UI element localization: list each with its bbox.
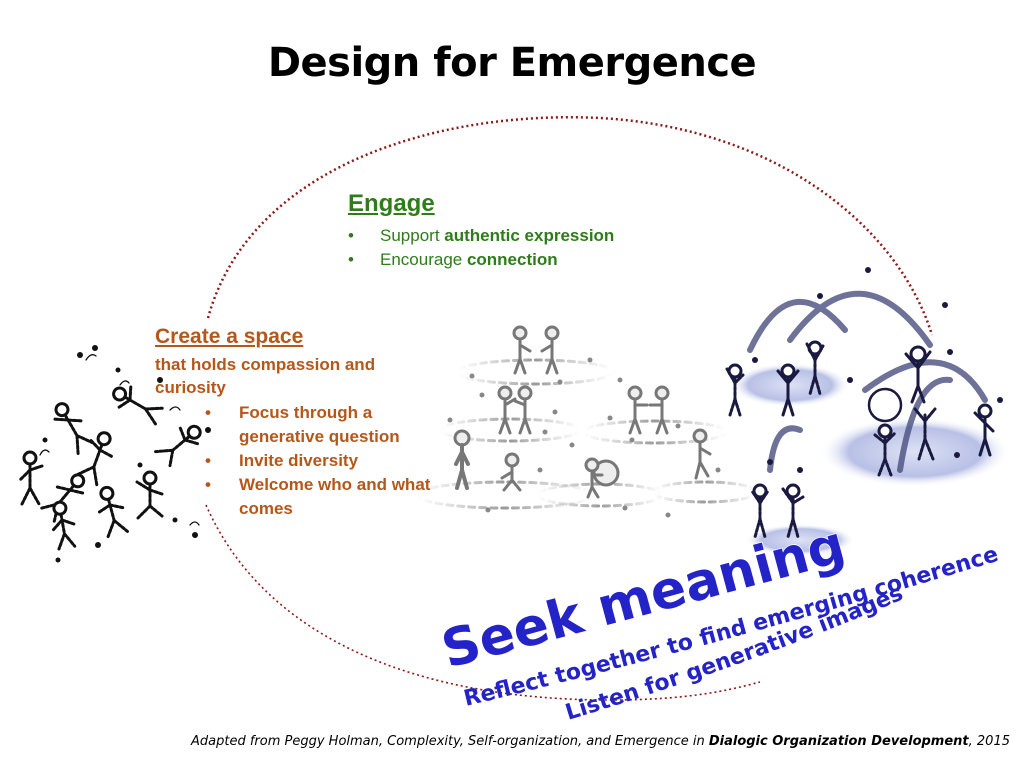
bullet: •	[348, 250, 354, 269]
create-space-heading: Create a space	[155, 325, 304, 348]
engage-item: • Encourage connection	[348, 250, 614, 270]
citation-book-title: Dialogic Organization Development	[708, 734, 969, 749]
create-space-subtitle: that holds compassion and curiosity	[155, 355, 376, 397]
create-space-item: • Invite diversity	[205, 449, 445, 473]
engage-item-text: Support	[380, 226, 445, 245]
emergence-cycle-line-lower	[205, 504, 761, 701]
juggling-people-illustration	[725, 267, 1010, 556]
bullet: •	[205, 403, 211, 422]
engage-heading: Engage	[348, 190, 435, 217]
bullet: •	[348, 226, 354, 245]
create-space-item: • Welcome who and what comes	[205, 473, 445, 521]
engage-item: • Support authentic expression	[348, 226, 614, 246]
create-space-section: Create a space that holds compassion and…	[155, 325, 445, 521]
create-space-item-text: Invite diversity	[239, 451, 359, 470]
bullet: •	[205, 451, 211, 470]
create-space-item: • Focus through a generative question	[205, 401, 445, 449]
engage-item-emphasis: authentic expression	[444, 226, 615, 245]
citation-year: , 2015	[968, 734, 1010, 749]
chaotic-crowd-illustration	[18, 345, 211, 563]
bullet: •	[205, 475, 211, 494]
mingling-people-illustration	[415, 325, 759, 518]
create-space-item-text: Focus through a generative question	[239, 403, 400, 446]
create-space-item-text: Welcome who and what comes	[239, 475, 431, 518]
emergence-cycle-line	[206, 116, 934, 336]
engage-item-emphasis: connection	[466, 250, 558, 269]
citation-footer: Adapted from Peggy Holman, Complexity, S…	[0, 734, 1010, 749]
page-title: Design for Emergence	[267, 40, 757, 86]
citation-text: Adapted from Peggy Holman, Complexity, S…	[190, 734, 709, 749]
engage-list: • Support authentic expression • Encourage…	[348, 226, 614, 270]
create-space-list: • Focus through a generative question • In…	[205, 401, 445, 521]
engage-item-text: Encourage	[380, 250, 467, 269]
seek-meaning-section: Seek meaning Reflect together to find em…	[435, 514, 1001, 726]
engage-section: Engage • Support authentic expression • En…	[348, 190, 614, 274]
